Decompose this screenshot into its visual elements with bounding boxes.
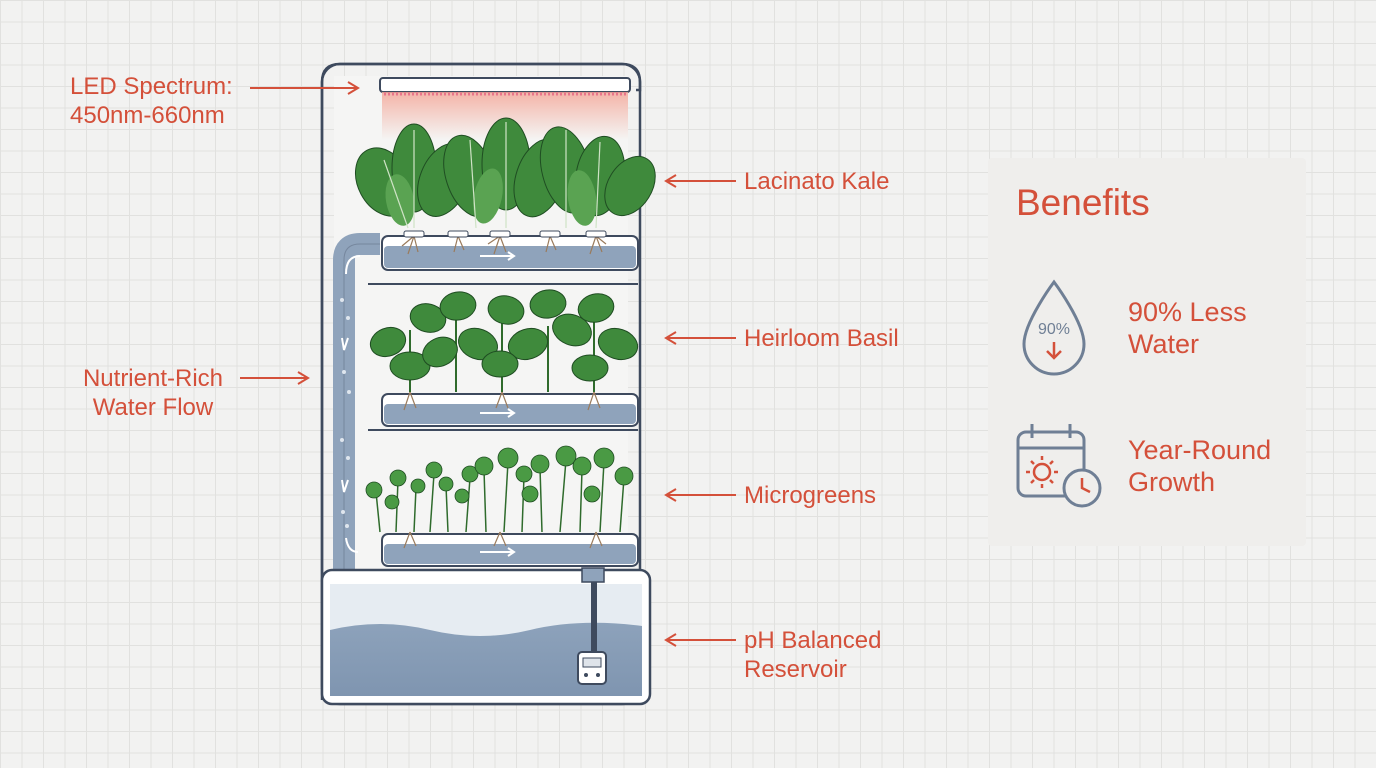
water-flow-label: Nutrient-Rich Water Flow: [70, 364, 236, 422]
basil-label: Heirloom Basil: [744, 325, 899, 352]
tray-2: [381, 393, 639, 427]
reservoir-label: pH Balanced Reservoir: [744, 626, 881, 684]
tray-1: [381, 235, 639, 271]
led-bar: [379, 77, 631, 93]
callout-arrows: [240, 81, 736, 647]
basil-plants: [369, 289, 639, 392]
microgreens-label: Microgreens: [744, 482, 877, 509]
water-drop-icon: 90%: [1022, 279, 1086, 376]
reservoir-line-1: pH Balanced: [744, 627, 882, 654]
led-label-line-1: LED Spectrum:: [70, 73, 233, 100]
benefit-growth: Year-Round Growth: [1128, 434, 1271, 498]
benefits-title: Benefits: [1016, 182, 1150, 223]
water-pipe: [333, 233, 380, 578]
ph-sensor: [577, 651, 607, 685]
water-flow-line-2: Water Flow: [92, 394, 214, 421]
reservoir-water: [330, 622, 642, 696]
benefit-water-line-1: 90% Less: [1128, 297, 1247, 327]
benefit-water: 90% Less Water: [1128, 296, 1247, 360]
calendar-sun-icon: [1016, 424, 1102, 508]
kale-plants: [354, 117, 656, 229]
benefit-growth-line-2: Growth: [1128, 467, 1216, 497]
water-drop-badge: 90%: [1038, 321, 1070, 338]
benefit-water-line-2: Water: [1128, 329, 1200, 359]
water-flow-line-1: Nutrient-Rich: [82, 365, 224, 392]
led-spectrum-label: LED Spectrum: 450nm-660nm: [70, 72, 233, 130]
kale-label: Lacinato Kale: [744, 168, 890, 195]
reservoir-line-2: Reservoir: [744, 656, 847, 683]
microgreens-plants: [365, 445, 634, 533]
tray-3: [381, 533, 639, 567]
benefit-growth-line-1: Year-Round: [1128, 435, 1272, 465]
led-label-line-2: 450nm-660nm: [70, 102, 225, 129]
benefits-panel: Benefits 90% 90% Less Water Year-Round G…: [988, 158, 1306, 546]
